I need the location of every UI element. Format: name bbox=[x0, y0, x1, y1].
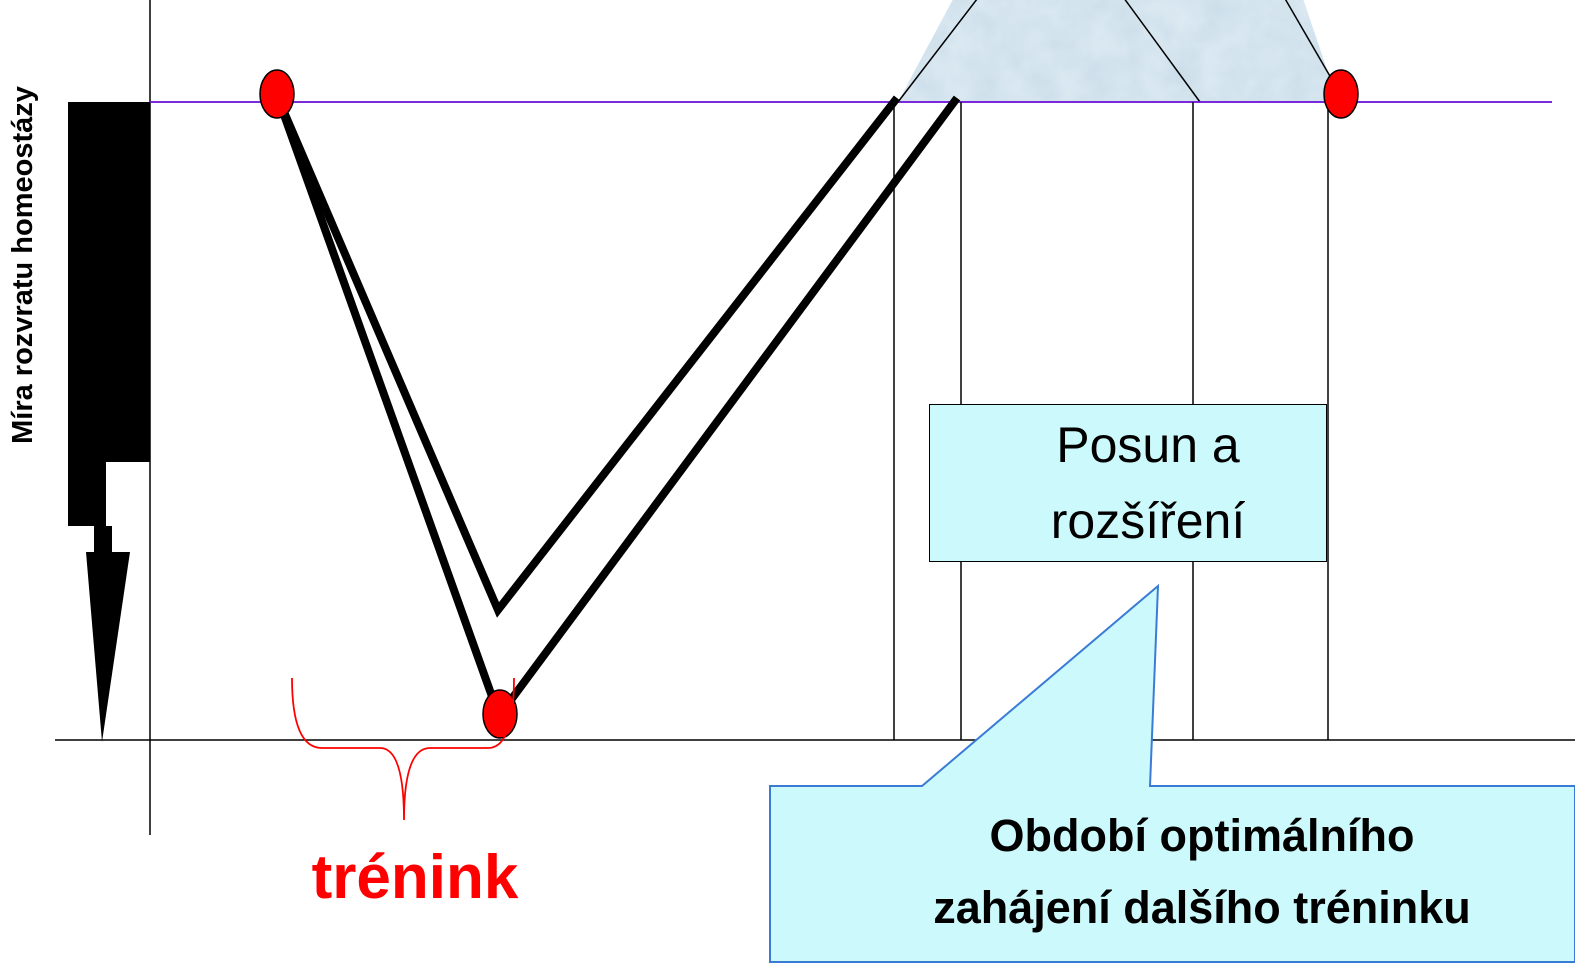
adaptation-triangle-left bbox=[898, 0, 1200, 102]
triangle-edge bbox=[1284, 0, 1339, 91]
homeostasis-curve-inner bbox=[274, 95, 901, 618]
callout-bubble bbox=[769, 583, 1575, 963]
callout-line1: Období optimálního bbox=[989, 810, 1415, 861]
shift-and-expansion-box: Posun a rozšíření bbox=[929, 404, 1327, 562]
callout-text: Období optimálního zahájení dalšího trén… bbox=[762, 800, 1575, 944]
y-axis-label: Míra rozvratu homeostázy bbox=[7, 86, 39, 444]
down-arrow-icon bbox=[68, 102, 150, 742]
triangle-edge bbox=[897, 0, 978, 103]
red-dot-icon bbox=[1323, 69, 1359, 119]
box-label-line2: rozšíření bbox=[1050, 493, 1246, 549]
adaptation-triangle-right bbox=[1200, 0, 1338, 102]
red-dot-icon bbox=[259, 69, 295, 119]
triangle-edge bbox=[1124, 0, 1201, 103]
box-label-line1: Posun a bbox=[1056, 417, 1240, 473]
training-brace bbox=[291, 677, 515, 821]
callout-line2: zahájení dalšího tréninku bbox=[933, 882, 1471, 933]
homeostasis-curve-outer bbox=[274, 95, 961, 725]
training-label: trénink bbox=[311, 843, 519, 912]
